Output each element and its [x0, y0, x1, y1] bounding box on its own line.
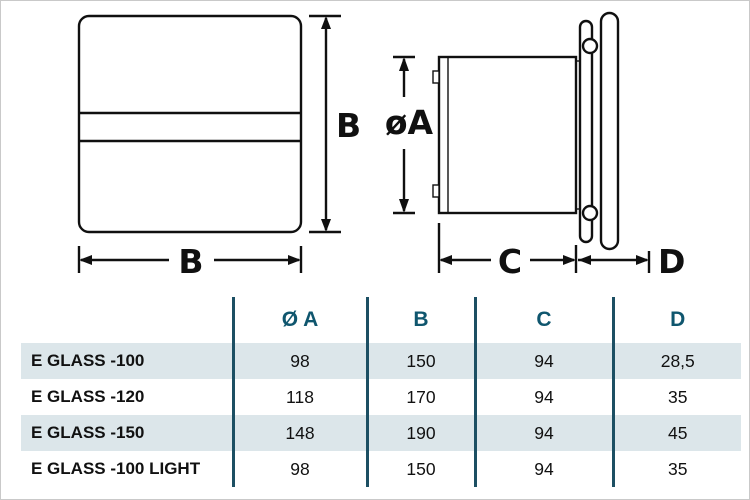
arrowhead-down — [399, 199, 409, 213]
value-a-cell: 118 — [231, 379, 367, 415]
dim-label-depth-d: D — [658, 242, 685, 281]
value-a-cell: 98 — [231, 343, 367, 379]
table-row: E GLASS -120 118 170 94 35 — [21, 379, 741, 415]
value-c-cell: 94 — [473, 451, 613, 487]
value-c-cell: 94 — [473, 379, 613, 415]
fan-dimensions-datasheet: B B — [1, 1, 749, 487]
front-view-dimension-height: B — [309, 14, 361, 234]
value-b-cell: 190 — [365, 415, 475, 451]
dim-label-width-b: B — [178, 242, 203, 281]
side-view-dimension-depths: C D — [437, 223, 685, 281]
dimensions-table: Ø A B C D E GLASS -100 98 150 94 28,5 E … — [21, 297, 741, 487]
value-a-cell: 98 — [231, 451, 367, 487]
arrowhead-right — [288, 255, 301, 265]
screw-bottom — [581, 204, 599, 222]
arrowhead-down — [321, 219, 331, 232]
arrowhead-up — [399, 57, 409, 71]
col-header-diameter-a: Ø A — [231, 297, 367, 343]
value-a-cell: 148 — [231, 415, 367, 451]
table-header-row: Ø A B C D — [21, 297, 741, 343]
col-header-c: C — [473, 297, 613, 343]
front-view — [77, 14, 303, 234]
screw-top — [581, 37, 599, 55]
value-d-cell: 35 — [611, 379, 741, 415]
mounting-clip-top — [432, 70, 440, 84]
glass-front-profile — [599, 11, 620, 251]
mounting-clip-bottom — [432, 184, 440, 198]
arrowhead-right — [636, 255, 649, 265]
model-name-cell: E GLASS -100 LIGHT — [31, 459, 201, 478]
technical-drawing: B B — [77, 11, 685, 281]
arrowhead-left — [578, 255, 591, 265]
value-d-cell: 45 — [611, 415, 741, 451]
model-name-cell: E GLASS -100 — [31, 351, 145, 370]
value-d-cell: 35 — [611, 451, 741, 487]
col-header-d: D — [611, 297, 741, 343]
value-b-cell: 150 — [365, 451, 475, 487]
value-b-cell: 170 — [365, 379, 475, 415]
col-header-b: B — [365, 297, 475, 343]
side-view — [432, 11, 620, 251]
table-row: E GLASS -150 148 190 94 45 — [21, 415, 741, 451]
front-view-dimension-width: B — [77, 242, 303, 281]
value-c-cell: 94 — [473, 415, 613, 451]
side-view-dimension-diameter: øA — [385, 55, 434, 215]
front-panel-outline — [77, 14, 303, 234]
dim-label-depth-c: C — [498, 242, 522, 281]
model-name-cell: E GLASS -120 — [31, 387, 145, 406]
table-row: E GLASS -100 98 150 94 28,5 — [21, 343, 741, 379]
arrowhead-right — [563, 255, 576, 265]
value-b-cell: 150 — [365, 343, 475, 379]
fan-body-outline — [437, 55, 578, 215]
table-row: E GLASS -100 LIGHT 98 150 94 35 — [21, 451, 741, 487]
dim-label-height-b: B — [336, 106, 361, 145]
model-name-cell: E GLASS -150 — [31, 423, 145, 442]
dim-label-diameter-a: øA — [385, 103, 434, 142]
col-header-model — [21, 297, 233, 343]
value-c-cell: 94 — [473, 343, 613, 379]
value-d-cell: 28,5 — [611, 343, 741, 379]
arrowhead-up — [321, 16, 331, 29]
arrowhead-left — [439, 255, 452, 265]
mounting-frame-profile — [578, 19, 594, 244]
arrowhead-left — [79, 255, 92, 265]
